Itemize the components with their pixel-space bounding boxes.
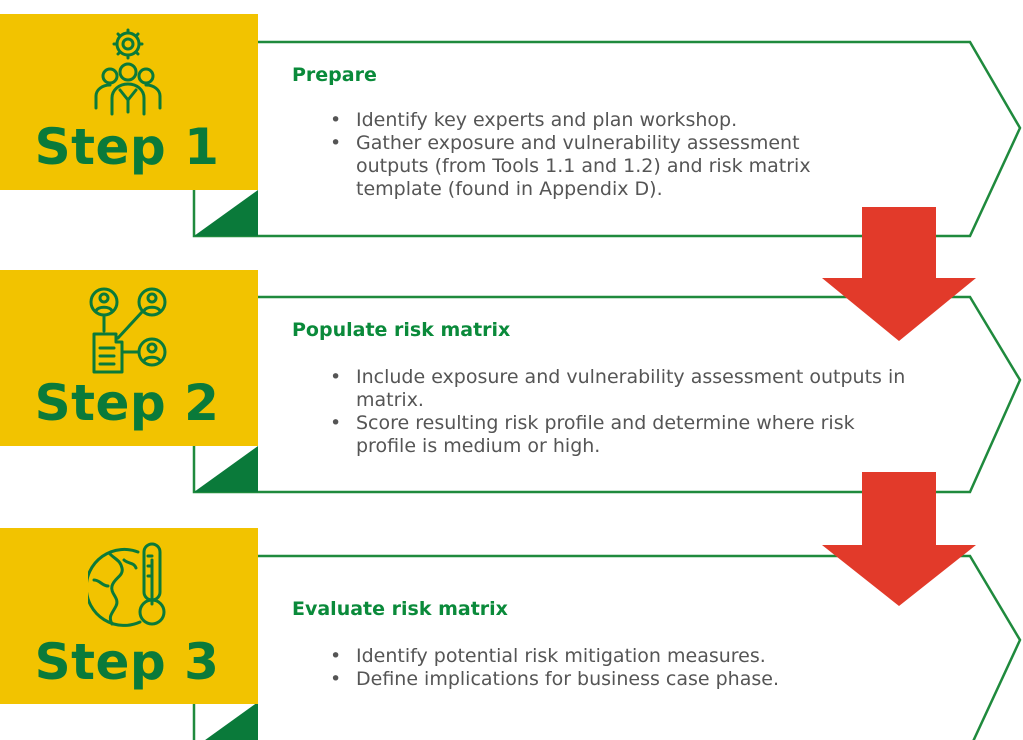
globe-thermometer-icon [88,542,166,627]
step-1-bullets: Identify key experts and plan workshop. … [330,109,870,201]
step-1-green-fold [194,190,258,236]
step-3-green-fold [205,702,258,740]
list-item: Identify potential risk mitigation measu… [330,645,920,668]
step-2-title: Populate risk matrix [292,319,511,341]
team-gear-icon [94,28,162,116]
list-item: Gather exposure and vulnerability assess… [330,132,870,201]
step-2-label: Step 2 [34,374,220,432]
list-item: Include exposure and vulnerability asses… [330,366,908,412]
step-3-label: Step 3 [34,633,220,691]
down-arrow-2 [822,472,976,606]
people-network-document-icon [89,287,167,374]
step-2-yellow-box [0,270,258,446]
list-item: Identify key experts and plan workshop. [330,109,870,132]
step-3-title: Evaluate risk matrix [292,598,508,620]
step-3-yellow-box [0,528,258,704]
list-item: Score resulting risk profile and determi… [330,412,908,458]
step-2-bullets: Include exposure and vulnerability asses… [330,366,908,458]
step-2-green-fold [194,446,258,492]
down-arrow-1 [822,207,976,341]
step-3-bullets: Identify potential risk mitigation measu… [330,645,920,691]
step-1-title: Prepare [292,64,377,86]
step-1-label: Step 1 [34,118,220,176]
list-item: Define implications for business case ph… [330,668,920,691]
